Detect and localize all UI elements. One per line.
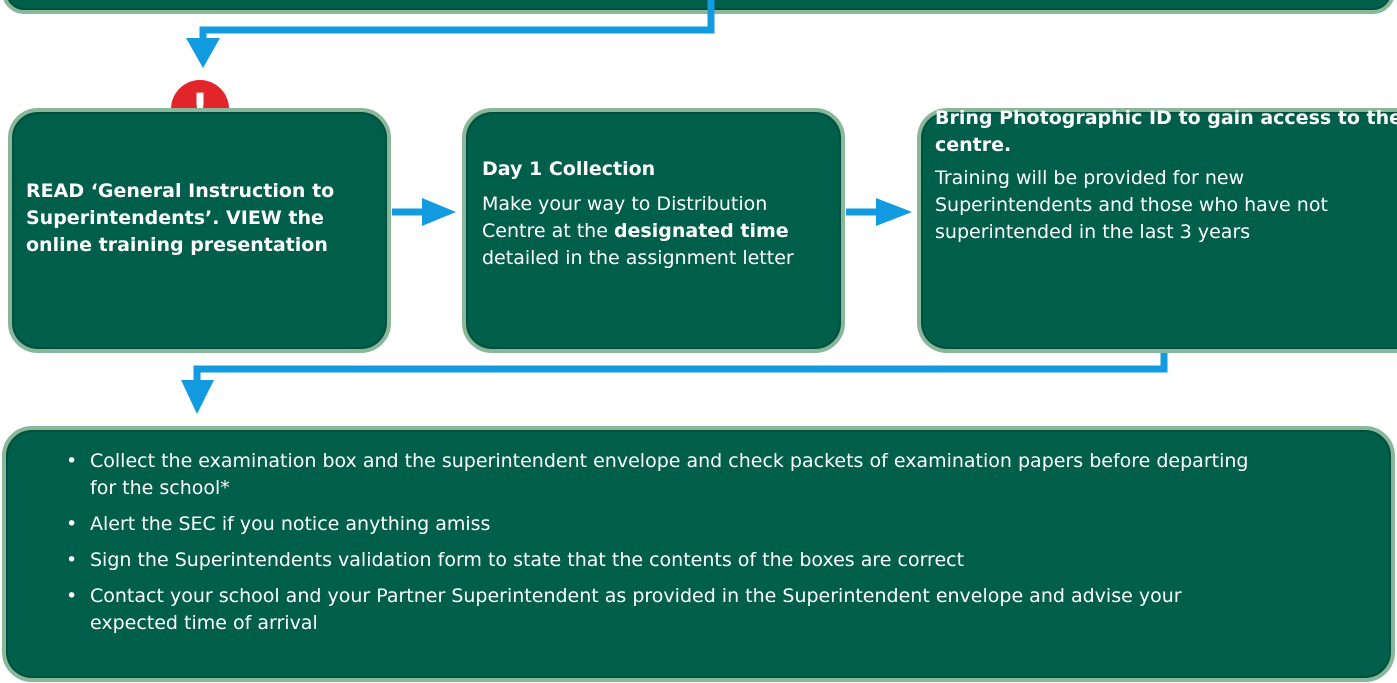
arrow-head-right-step3 <box>876 198 912 226</box>
bullet-icon: • <box>66 513 78 535</box>
step3-box: Bring Photographic ID to gain access to … <box>917 105 1397 353</box>
step3-title: Bring Photographic ID to gain access to … <box>935 107 1397 156</box>
bullet-icon: • <box>66 585 78 607</box>
step2-body-post: detailed in the assignment letter <box>482 247 794 269</box>
step2-body: Make your way to Distribution Centre at … <box>482 191 832 272</box>
bullet-icon: • <box>66 549 78 571</box>
list-item: • Contact your school and your Partner Su… <box>66 583 1266 637</box>
list-item: • Alert the SEC if you notice anything am… <box>66 511 1266 538</box>
arrow-head-right-step2 <box>422 198 456 226</box>
list-item: • Sign the Superintendents validation for… <box>66 547 1266 574</box>
step1-text: READ ‘General Instruction to Superintend… <box>26 180 335 256</box>
step4-box: • Collect the examination box and the sup… <box>2 426 1395 682</box>
list-item: • Collect the examination box and the sup… <box>66 448 1266 502</box>
list-item-text: Collect the examination box and the supe… <box>90 450 1249 499</box>
step3-content: Bring Photographic ID to gain access to … <box>935 105 1397 246</box>
step2-title: Day 1 Collection <box>482 158 656 180</box>
step2-body-pre: Make your way to Distribution Centre at … <box>482 193 768 242</box>
connector-top-to-step1 <box>199 0 715 42</box>
arrow-head-down-step1 <box>186 38 220 68</box>
step1-box: READ ‘General Instruction to Superintend… <box>8 108 391 353</box>
list-item-text: Contact your school and your Partner Sup… <box>90 585 1182 634</box>
step3-body: Training will be provided for new Superi… <box>935 167 1328 243</box>
step2-body-bold: designated time <box>613 220 789 242</box>
step4-list: • Collect the examination box and the sup… <box>66 448 1266 646</box>
step2-content: Day 1 Collection Make your way to Distri… <box>482 156 832 272</box>
step2-box: Day 1 Collection Make your way to Distri… <box>462 108 845 353</box>
bullet-icon: • <box>66 450 78 472</box>
list-item-text: Sign the Superintendents validation form… <box>90 549 965 571</box>
list-item-text: Alert the SEC if you notice anything ami… <box>90 513 491 535</box>
arrow-head-down-step4 <box>181 380 214 414</box>
